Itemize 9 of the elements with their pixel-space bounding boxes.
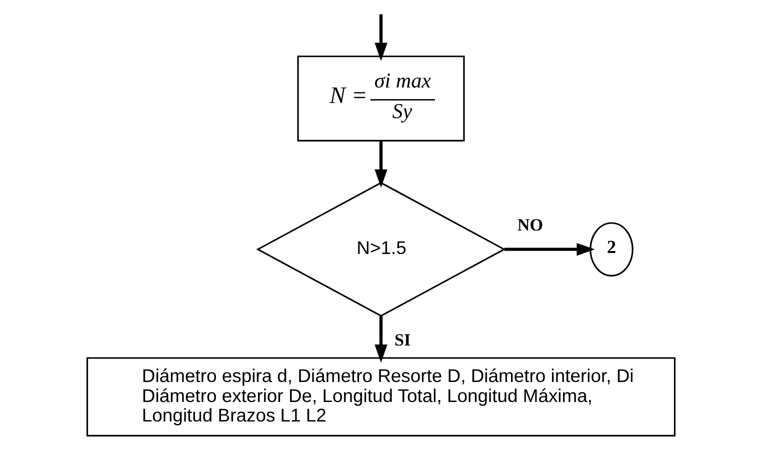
node-diamond: N>1.5 xyxy=(256,182,506,317)
node-box: Diámetro espira d, Diámetro Resorte D, Diámetro interior, Di Diámetro exterior De, Longitud Total, Longitud Máxima, Longitud Brazos L1 L2 xyxy=(86,357,676,437)
edge-label: SI xyxy=(394,330,411,350)
arrow xyxy=(374,14,388,61)
arrow xyxy=(504,242,595,256)
edge-label: NO xyxy=(517,215,544,234)
arrow xyxy=(374,316,388,363)
node-ellipse: 2 xyxy=(590,222,634,276)
arrow xyxy=(374,140,388,188)
